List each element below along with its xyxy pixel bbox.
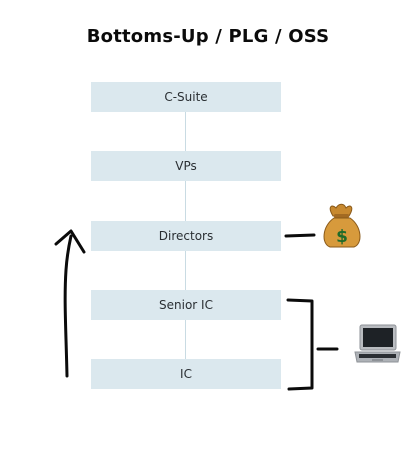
money-bag-icon: $: [323, 203, 361, 248]
level-box-c-suite: C-Suite: [91, 82, 281, 112]
diagram-title: Bottoms-Up / PLG / OSS: [86, 26, 330, 47]
level-label: Directors: [158, 229, 214, 243]
directors-dash: [284, 233, 316, 238]
level-box-vps: VPs: [91, 151, 281, 181]
level-box-ic: IC: [91, 359, 281, 389]
svg-text:$: $: [336, 227, 348, 247]
level-label: IC: [180, 367, 192, 381]
up-arrow-head: [54, 229, 86, 254]
level-box-senior-ic: Senior IC: [91, 290, 281, 320]
level-label: VPs: [175, 159, 197, 173]
laptop-icon: [354, 324, 401, 363]
up-arrow-shaft: [63, 234, 73, 378]
level-label: C-Suite: [164, 90, 208, 104]
ic-bracket: [286, 298, 314, 391]
level-box-directors: Directors: [91, 221, 281, 251]
level-label: Senior IC: [159, 298, 213, 312]
